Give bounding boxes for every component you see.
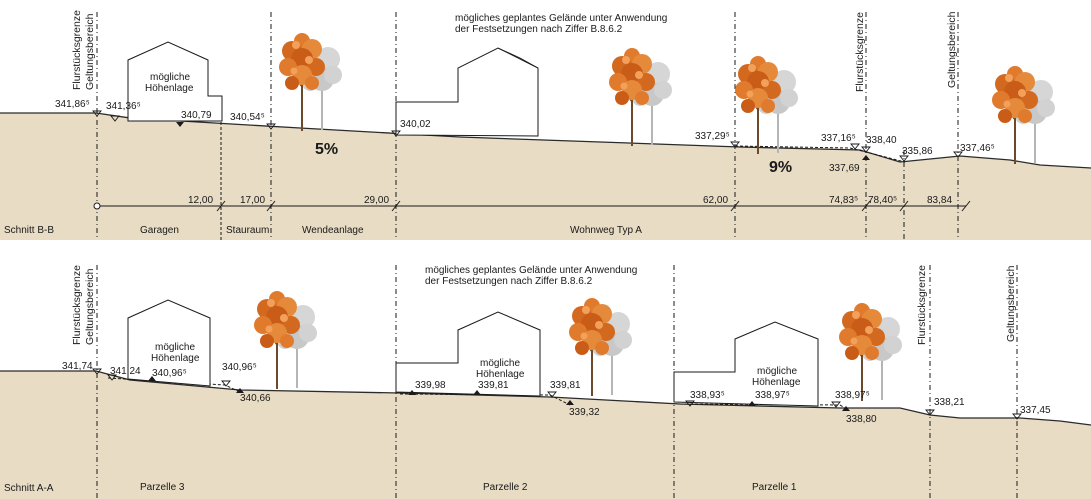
dim-bb-2: 17,00 — [240, 195, 265, 206]
height-aa-15: 337,45 — [1020, 405, 1051, 416]
height-aa-6: 339,98 — [415, 380, 446, 391]
dim-bb-5: 74,83⁵ — [829, 195, 858, 206]
height-aa-1: 341,74 — [62, 361, 93, 372]
dim-bb-6: 78,40⁵ — [868, 195, 897, 206]
terrain-line-aa — [0, 370, 1091, 426]
slope-1-bb: 5% — [315, 141, 338, 158]
height-bb-2: 341,36⁵ — [106, 101, 141, 112]
height-aa-12: 338,97⁵ — [835, 390, 870, 401]
section-bb: Flurstücksgrenze Geltungsbereich Flurstü… — [0, 10, 1091, 240]
border-right-aa: Flurstücksgrenze — [916, 265, 928, 345]
tree-2-bb — [608, 47, 673, 147]
dimension-ticks-bb — [216, 200, 971, 212]
tree-1-bb — [278, 32, 343, 132]
height-aa-9: 339,32 — [569, 407, 600, 418]
scope-right-aa: Geltungsbereich — [1005, 265, 1017, 342]
zone-bb-3: Wendeanlage — [302, 225, 364, 236]
dim-bb-7: 83,84 — [927, 195, 952, 206]
planned-terrain-bb-2 — [734, 145, 906, 163]
height-bb-8: 338,40 — [866, 135, 897, 146]
height-aa-13: 338,80 — [846, 414, 877, 425]
height-aa-5: 340,66 — [240, 393, 271, 404]
section-aa: Flurstücksgrenze Geltungsbereich Flurstü… — [0, 265, 1091, 499]
scope-label-bb: Geltungsbereich — [84, 13, 96, 90]
note-line-1-bb: mögliches geplantes Gelände unter Anwend… — [455, 13, 667, 24]
house-parcel-3 — [127, 299, 211, 387]
house-label-2-aa-1: Höhenlage — [752, 377, 801, 388]
tree-3-aa — [838, 302, 903, 402]
zone-bb-1: Garagen — [140, 225, 179, 236]
dim-bb-4: 62,00 — [703, 195, 728, 206]
note-line-1-aa: mögliches geplantes Gelände unter Anwend… — [425, 265, 637, 276]
height-aa-7: 339,81 — [478, 380, 509, 391]
zone-bb-4: Wohnweg Typ A — [570, 225, 642, 236]
height-aa-3: 340,96⁵ — [152, 368, 187, 379]
dimension-origin-bb — [93, 202, 101, 210]
zone-bb-2: Stauraum — [226, 225, 269, 236]
house-parcel-2 — [395, 311, 541, 397]
height-bb-7: 337,16⁵ — [821, 133, 856, 144]
house-label-2-bb: Höhenlage — [145, 83, 194, 94]
height-bb-1: 341,86⁵ — [55, 99, 90, 110]
house-label-1-aa-3: mögliche — [155, 342, 195, 353]
section-name-aa: Schnitt A-A — [4, 483, 54, 494]
border-right-bb: Flurstücksgrenze — [854, 12, 866, 92]
height-bb-9: 337,69 — [829, 163, 860, 174]
parcel-label-3: Parzelle 3 — [140, 482, 185, 493]
house-label-2-aa-3: Höhenlage — [151, 353, 200, 364]
height-aa-4: 340,96⁵ — [222, 362, 257, 373]
roof-ridge-bb — [497, 47, 539, 69]
ground-fill-bb — [0, 113, 1091, 240]
height-markers-bb — [92, 110, 963, 162]
house-label-1-aa-1: mögliche — [757, 366, 797, 377]
residential-house-bb — [395, 47, 539, 137]
grid-lines-bb — [96, 12, 959, 240]
section-name-bb: Schnitt B-B — [4, 225, 54, 236]
height-aa-14: 338,21 — [934, 397, 965, 408]
height-aa-10: 338,93⁵ — [690, 390, 725, 401]
house-label-1-bb: mögliche — [150, 72, 190, 83]
note-line-2-bb: der Festsetzungen nach Ziffer B.8.6.2 — [455, 24, 623, 35]
ground-fill-aa — [0, 371, 1091, 499]
note-line-2-aa: der Festsetzungen nach Ziffer B.8.6.2 — [425, 276, 593, 287]
height-bb-3: 340,79 — [181, 110, 212, 121]
height-markers-aa — [92, 368, 1022, 420]
house-label-2-aa-2: Höhenlage — [476, 369, 525, 380]
dim-bb-1: 12,00 — [188, 195, 213, 206]
border-label-aa: Flurstücksgrenze — [71, 265, 83, 345]
garage-house-bb — [127, 41, 223, 122]
border-label-bb: Flurstücksgrenze — [71, 10, 83, 90]
house-parcel-1 — [673, 321, 819, 407]
scope-label-aa: Geltungsbereich — [84, 268, 96, 345]
height-bb-5: 340,02 — [400, 119, 431, 130]
house-label-1-aa-2: mögliche — [480, 358, 520, 369]
tree-4-bb — [991, 65, 1056, 165]
height-bb-6: 337,29⁵ — [695, 131, 730, 142]
dim-bb-3: 29,00 — [364, 195, 389, 206]
height-aa-8: 339,81 — [550, 380, 581, 391]
scope-right-bb: Geltungsbereich — [946, 11, 958, 88]
height-bb-11: 337,46⁵ — [960, 143, 995, 154]
height-bb-10: 335,86 — [902, 146, 933, 157]
tree-3-bb — [734, 55, 799, 155]
height-bb-4: 340,54⁵ — [230, 112, 265, 123]
parcel-label-2: Parzelle 2 — [483, 482, 528, 493]
tree-1-aa — [253, 290, 318, 390]
parcel-label-1: Parzelle 1 — [752, 482, 797, 493]
slope-2-bb: 9% — [769, 159, 792, 176]
height-aa-2: 341,24 — [110, 366, 141, 377]
height-aa-11: 338,97⁵ — [755, 390, 790, 401]
